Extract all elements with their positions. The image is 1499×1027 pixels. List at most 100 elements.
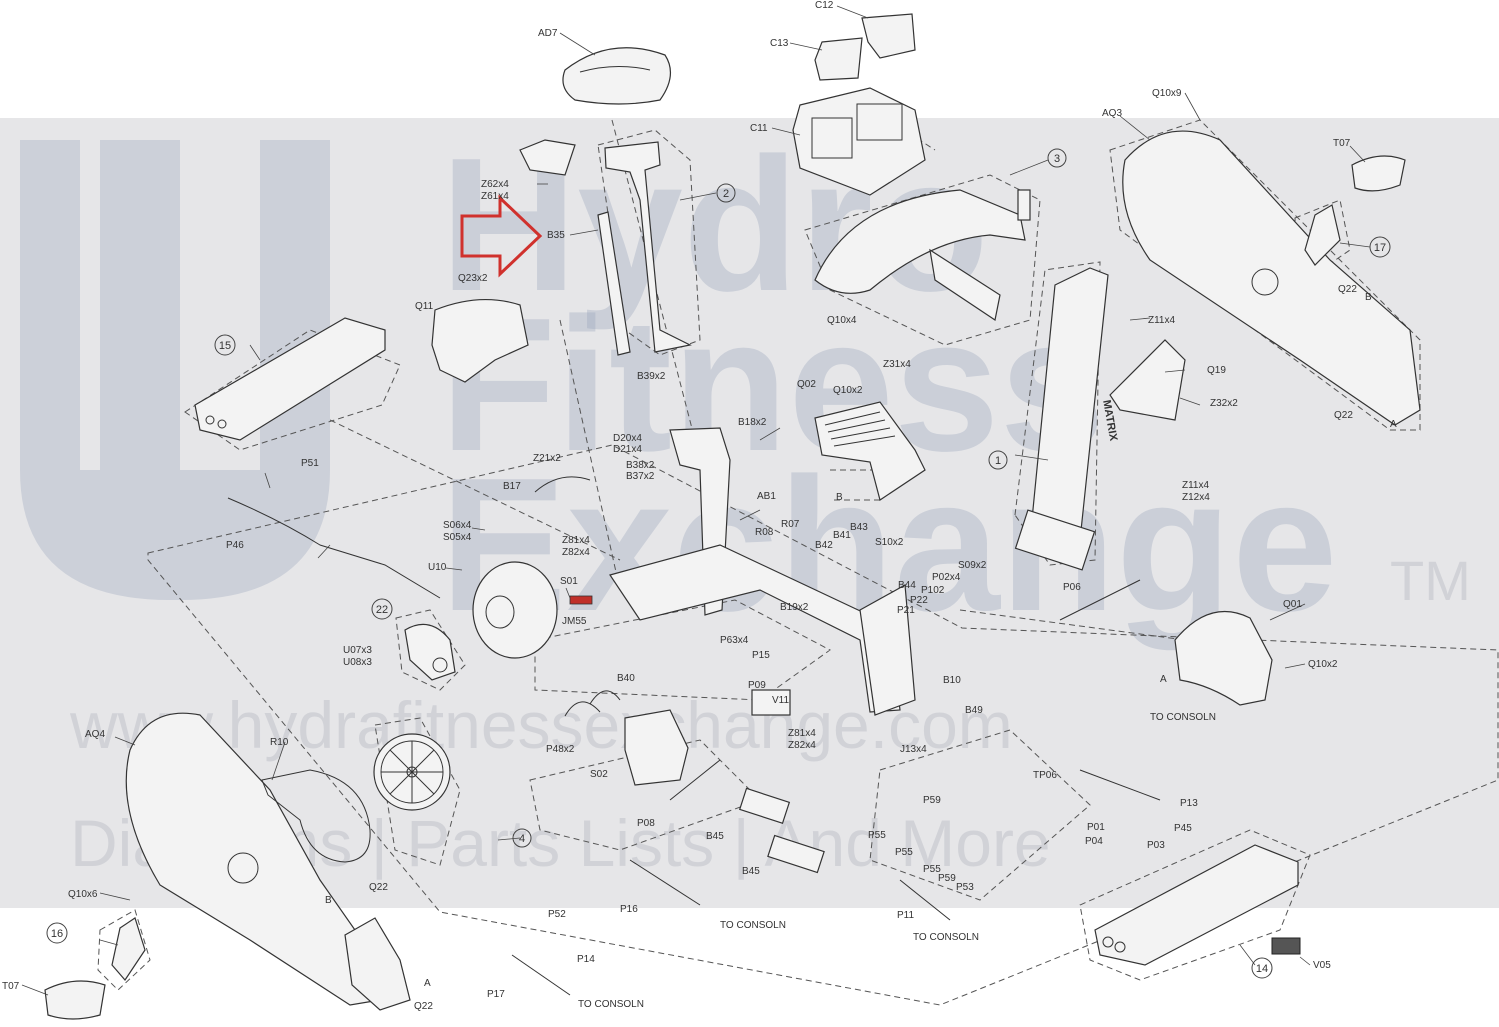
svg-text:2: 2 bbox=[723, 188, 729, 200]
crank-16 bbox=[111, 917, 146, 981]
box-p09 bbox=[751, 689, 791, 716]
label-B17: B17 bbox=[503, 481, 521, 492]
stabilizer14-hole-1 bbox=[1102, 936, 1114, 948]
label-C11: C11 bbox=[750, 123, 768, 134]
label-S01: S01 bbox=[560, 576, 578, 587]
shroud-aq4 bbox=[125, 712, 381, 1006]
cover-q01 bbox=[1174, 610, 1273, 706]
cable-p16 bbox=[629, 859, 701, 906]
callout-17: 17 bbox=[1369, 236, 1391, 258]
label-v05-swatch bbox=[1271, 937, 1301, 955]
bracket-q19 bbox=[1109, 339, 1186, 421]
label-B38x2: B38x2 bbox=[626, 460, 655, 471]
guide-b35 bbox=[559, 319, 621, 591]
label-Q10x6: Q10x6 bbox=[68, 889, 98, 900]
label-P06: P06 bbox=[1063, 582, 1081, 593]
shroud-aq3-hub bbox=[1251, 268, 1279, 296]
label-P03: P03 bbox=[1147, 840, 1165, 851]
label-S05x4: S05x4 bbox=[443, 532, 472, 543]
console-c11 bbox=[792, 87, 926, 196]
assembly-callouts: 1 2 3 4 14 15 16 17 22 bbox=[46, 148, 1391, 979]
label-jm55-swatch bbox=[569, 595, 593, 605]
label-Q02: Q02 bbox=[797, 379, 816, 390]
label-Z81x4-top: Z81x4 bbox=[562, 535, 590, 546]
label-P63x4: P63x4 bbox=[720, 635, 749, 646]
label-P55-mid: P55 bbox=[895, 847, 913, 858]
label-D20x4: D20x4 bbox=[613, 433, 642, 444]
label-P04: P04 bbox=[1085, 836, 1103, 847]
callout-2: 2 bbox=[716, 183, 736, 203]
console-window-left bbox=[811, 117, 853, 159]
label-JM55: JM55 bbox=[562, 616, 587, 627]
callout-22: 22 bbox=[371, 598, 393, 620]
watermark-tm: TM bbox=[1390, 549, 1471, 612]
label-B42: B42 bbox=[815, 540, 833, 551]
seat-post-2 bbox=[604, 141, 692, 353]
label-B-top: B bbox=[1365, 292, 1372, 303]
label-Q19: Q19 bbox=[1207, 365, 1226, 376]
label-Q11: Q11 bbox=[415, 301, 434, 312]
frame-base-rail bbox=[609, 544, 901, 713]
callout-16: 16 bbox=[46, 922, 68, 944]
label-P55-left: P55 bbox=[868, 830, 886, 841]
label-B10: B10 bbox=[943, 675, 961, 686]
label-P17: P17 bbox=[487, 989, 505, 1000]
label-TP06: TP06 bbox=[1033, 770, 1057, 781]
label-P13: P13 bbox=[1180, 798, 1198, 809]
belt-r10 bbox=[261, 769, 371, 863]
handlebar-3 bbox=[814, 189, 1026, 294]
cable-p13 bbox=[1079, 769, 1161, 801]
part-labels: AD7 C12 C13 C11 Q10x9 AQ3 T07 Z62x4 Z61x… bbox=[2, 0, 1397, 1012]
label-Q10x4: Q10x4 bbox=[827, 315, 857, 326]
label-B-center: B bbox=[836, 492, 843, 503]
main-base-outline bbox=[147, 444, 1499, 1006]
guide-15 bbox=[329, 419, 621, 561]
label-P21: P21 bbox=[897, 605, 915, 616]
inner-cover-lower bbox=[344, 917, 411, 1011]
label-B37x2: B37x2 bbox=[626, 471, 655, 482]
label-Q10x2-top: Q10x2 bbox=[833, 385, 863, 396]
console-tray-c12 bbox=[861, 13, 916, 59]
label-B44: B44 bbox=[898, 580, 916, 591]
label-T07-left: T07 bbox=[2, 981, 20, 992]
label-V11: V11 bbox=[772, 695, 789, 706]
block-b45-b bbox=[767, 834, 825, 874]
label-to-consoln-right: TO CONSOLN bbox=[1150, 712, 1216, 723]
svg-text:16: 16 bbox=[51, 928, 63, 940]
label-P53: P53 bbox=[956, 882, 974, 893]
shroud-aq4-hub bbox=[227, 852, 259, 884]
label-V05: V05 bbox=[1313, 960, 1331, 971]
label-Q10x2-right: Q10x2 bbox=[1308, 659, 1338, 670]
label-P59-top: P59 bbox=[923, 795, 941, 806]
step-q02 bbox=[814, 401, 926, 501]
label-C12: C12 bbox=[815, 0, 834, 11]
wheel-4-spokes bbox=[381, 741, 443, 803]
callout-14: 14 bbox=[1251, 957, 1273, 979]
cover-q11 bbox=[431, 298, 529, 383]
label-P09: P09 bbox=[748, 680, 766, 691]
callout-15: 15 bbox=[214, 334, 236, 356]
label-Z82x4-bottom: Z82x4 bbox=[788, 740, 816, 751]
label-P102: P102 bbox=[921, 585, 945, 596]
label-P59-bottom: P59 bbox=[938, 873, 956, 884]
label-P22: P22 bbox=[910, 595, 928, 606]
seat-bracket bbox=[519, 139, 576, 176]
label-AD7: AD7 bbox=[538, 28, 558, 39]
cable-p46 bbox=[227, 497, 441, 599]
svg-text:17: 17 bbox=[1374, 242, 1386, 254]
cable-p06 bbox=[1059, 579, 1141, 621]
flywheel-hub bbox=[485, 595, 515, 629]
label-B35: B35 bbox=[547, 230, 565, 241]
leader-lines bbox=[21, 5, 1371, 996]
label-R07: R07 bbox=[781, 519, 800, 530]
label-S06x4: S06x4 bbox=[443, 520, 472, 531]
label-P11: P11 bbox=[897, 910, 914, 921]
label-B45-bottom: B45 bbox=[742, 866, 760, 877]
label-P08: P08 bbox=[637, 818, 655, 829]
handle-b17 bbox=[534, 476, 591, 493]
label-P45: P45 bbox=[1174, 823, 1192, 834]
handlebar-stem bbox=[929, 248, 1001, 321]
label-P15: P15 bbox=[752, 650, 770, 661]
label-Z31x4: Z31x4 bbox=[883, 359, 911, 370]
